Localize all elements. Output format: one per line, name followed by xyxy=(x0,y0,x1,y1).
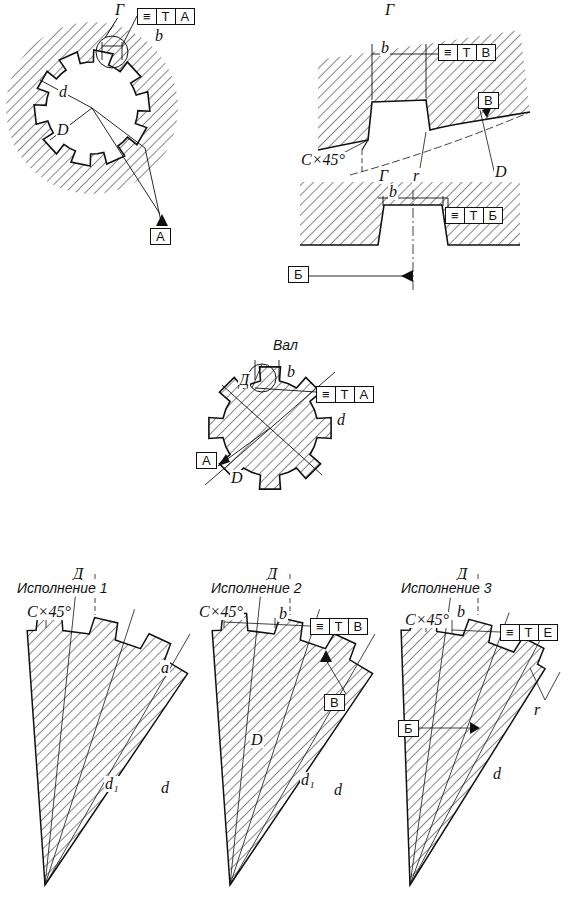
frame-cell: A xyxy=(151,229,170,244)
frame-cell: Б xyxy=(399,721,418,736)
tolerance-frame: ≡TЕ xyxy=(500,624,558,641)
frame-cell: ≡ xyxy=(439,45,457,60)
tolerance-frame: ≡TБ xyxy=(445,207,503,224)
dimension-label: Г xyxy=(384,2,395,18)
frame-cell: ≡ xyxy=(501,625,519,640)
spline-profile xyxy=(212,613,372,885)
frame-cell: В xyxy=(476,45,496,60)
dimension-line xyxy=(230,634,375,885)
frame-cell: В xyxy=(479,93,498,108)
frame-cell: Б xyxy=(483,208,503,223)
dimension-label: d xyxy=(58,84,68,100)
datum-box: В xyxy=(324,694,345,711)
dimension-label: Г xyxy=(114,2,125,18)
dimension-label: D xyxy=(230,470,244,486)
datum-box: Б xyxy=(398,720,419,737)
datum-box: A xyxy=(150,228,171,245)
tolerance-frame: ≡TA xyxy=(316,386,374,403)
frame-cell: ≡ xyxy=(311,619,329,634)
dimension-label: d₁ xyxy=(104,776,120,792)
dimension-label: d xyxy=(160,780,170,796)
frame-cell: T xyxy=(329,619,348,634)
datum-box: A xyxy=(196,452,217,469)
frame-cell: T xyxy=(464,208,483,223)
datum-box: В xyxy=(478,92,499,109)
dimension-label: b xyxy=(380,40,390,56)
tolerance-frame: ≡TA xyxy=(137,8,195,25)
frame-cell: T xyxy=(457,45,476,60)
dimension-label: d xyxy=(336,412,346,428)
frame-cell: Б xyxy=(289,267,308,282)
dimension-label: d xyxy=(492,766,502,782)
dimension-line xyxy=(45,609,135,885)
frame-cell: T xyxy=(335,387,354,402)
dimension-label: b xyxy=(278,606,288,622)
dimension-label: D xyxy=(494,164,508,180)
dimension-line xyxy=(45,597,75,885)
dimension-label: C×45° xyxy=(26,604,72,620)
dimension-label: b xyxy=(286,364,296,380)
frame-cell: A xyxy=(175,9,195,24)
dimension-label: d xyxy=(333,782,343,798)
dimension-label: b xyxy=(456,604,466,620)
dimension-label: Д xyxy=(238,372,250,388)
frame-cell: ≡ xyxy=(446,208,464,223)
dimension-line xyxy=(410,629,546,885)
frame-cell: ≡ xyxy=(138,9,156,24)
dimension-line xyxy=(230,609,320,885)
dimension-label: r xyxy=(533,702,541,718)
frame-cell: Е xyxy=(538,625,558,640)
dimension-label: D xyxy=(250,732,264,748)
dimension-line xyxy=(45,634,190,885)
dimension-label: D xyxy=(56,122,70,138)
dimension-label: d₁ xyxy=(300,772,316,788)
frame-cell: В xyxy=(325,695,344,710)
tolerance-frame: ≡TВ xyxy=(310,618,368,635)
frame-cell: T xyxy=(156,9,175,24)
frame-cell: ≡ xyxy=(317,387,335,402)
dimension-label: Г xyxy=(378,168,389,184)
dimension-line xyxy=(410,598,450,885)
dimension-label: C×45° xyxy=(300,152,346,168)
dimension-label: b xyxy=(388,184,398,200)
frame-cell: A xyxy=(197,453,216,468)
view-caption: Исполнение 1 xyxy=(16,580,109,596)
dimension-label: b xyxy=(154,28,164,44)
spline-profile xyxy=(401,613,545,885)
spline-profile xyxy=(27,613,187,885)
dimension-label: C×45° xyxy=(198,604,244,620)
tolerance-frame: ≡TВ xyxy=(438,44,496,61)
view-caption: Вал xyxy=(272,337,299,353)
dimension-label: a xyxy=(160,660,170,676)
datum-box: Б xyxy=(288,266,309,283)
frame-cell: В xyxy=(348,619,368,634)
frame-cell: A xyxy=(354,387,374,402)
dimension-line xyxy=(410,613,509,886)
dimension-label: r xyxy=(412,168,420,184)
frame-cell: T xyxy=(519,625,538,640)
dimension-label: C×45° xyxy=(404,612,450,628)
view-caption: Исполнение 2 xyxy=(210,580,303,596)
view-caption: Исполнение 3 xyxy=(400,580,493,596)
